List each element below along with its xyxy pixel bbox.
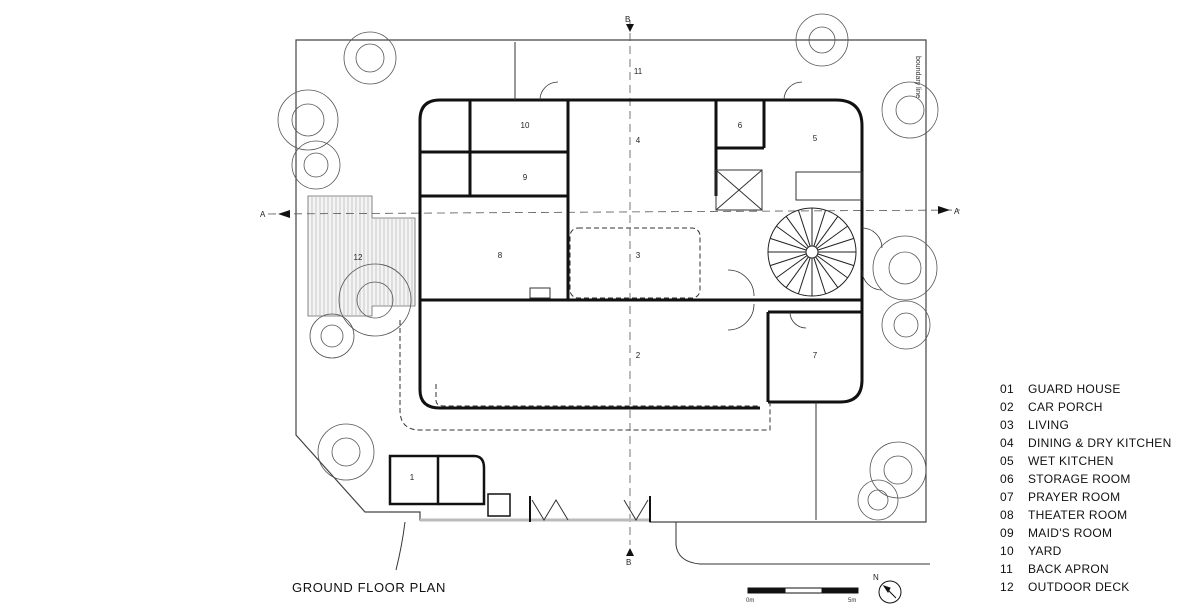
room-number-12: 12 <box>354 253 363 262</box>
legend-item: 06 STORAGE ROOM <box>1000 470 1195 488</box>
room-number-3: 3 <box>636 251 641 260</box>
legend-room-name: GUARD HOUSE <box>1028 382 1121 396</box>
legend-room-name: PRAYER ROOM <box>1028 490 1121 504</box>
room-legend: 01 GUARD HOUSE 02 CAR PORCH 03 LIVING 04 DINING… <box>1000 380 1195 596</box>
room-number-10: 10 <box>521 121 530 130</box>
room-number-11: 11 <box>634 67 643 76</box>
legend-room-name: MAID'S ROOM <box>1028 526 1113 540</box>
front-gate <box>395 496 930 571</box>
legend-room-name: OUTDOOR DECK <box>1028 580 1130 594</box>
scale-bar <box>747 587 859 594</box>
legend-room-name: BACK APRON <box>1028 562 1110 576</box>
legend-room-name: WET KITCHEN <box>1028 454 1114 468</box>
legend-number: 01 <box>1000 382 1014 396</box>
legend-item: 03 LIVING <box>1000 416 1195 434</box>
legend-number: 02 <box>1000 400 1014 414</box>
legend-room-name: THEATER ROOM <box>1028 508 1128 522</box>
room-number-9: 9 <box>523 173 528 182</box>
room-number-7: 7 <box>813 351 818 360</box>
section-lines <box>267 20 961 545</box>
legend-item: 11 BACK APRON <box>1000 560 1195 578</box>
legend-number: 08 <box>1000 508 1014 522</box>
section-mark-b-bottom: B <box>626 558 631 567</box>
legend-item: 08 THEATER ROOM <box>1000 506 1195 524</box>
room-number-6: 6 <box>738 121 743 130</box>
legend-number: 06 <box>1000 472 1014 486</box>
legend-item: 02 CAR PORCH <box>1000 398 1195 416</box>
legend-number: 05 <box>1000 454 1014 468</box>
legend-item: 04 DINING & DRY KITCHEN <box>1000 434 1195 452</box>
interior-lines <box>399 42 863 520</box>
legend-item: 07 PRAYER ROOM <box>1000 488 1195 506</box>
legend-item: 09 MAID'S ROOM <box>1000 524 1195 542</box>
room-number-5: 5 <box>813 134 818 143</box>
scale-end-label: 5m <box>848 598 857 604</box>
legend-room-name: DINING & DRY KITCHEN <box>1028 436 1172 450</box>
north-label: N <box>873 573 879 582</box>
legend-number: 07 <box>1000 490 1014 504</box>
legend-item: 10 YARD <box>1000 542 1195 560</box>
legend-number: 09 <box>1000 526 1014 540</box>
room-number-4: 4 <box>636 136 641 145</box>
guard-house <box>388 454 511 517</box>
legend-item: 12 OUTDOOR DECK <box>1000 578 1195 596</box>
scale-start-label: 0m <box>746 598 755 604</box>
legend-number: 12 <box>1000 580 1014 594</box>
legend-number: 04 <box>1000 436 1014 450</box>
trees <box>277 13 939 521</box>
section-mark-a-right: A <box>954 207 960 216</box>
legend-item: 05 WET KITCHEN <box>1000 452 1195 470</box>
legend-room-name: STORAGE ROOM <box>1028 472 1131 486</box>
room-number-8: 8 <box>498 251 503 260</box>
section-mark-a-left: A <box>260 210 266 219</box>
room-number-2: 2 <box>636 351 641 360</box>
room-number-1: 1 <box>410 473 415 482</box>
legend-number: 10 <box>1000 544 1014 558</box>
legend-number: 11 <box>1000 562 1014 576</box>
house-walls <box>418 98 864 410</box>
spiral-staircase <box>767 207 857 297</box>
doors <box>539 81 883 331</box>
legend-item: 01 GUARD HOUSE <box>1000 380 1195 398</box>
legend-room-name: YARD <box>1028 544 1062 558</box>
north-arrow-icon <box>878 580 902 604</box>
section-mark-b-top: B <box>625 15 630 24</box>
boundary-label: boundary line <box>914 56 921 99</box>
plan-title: GROUND FLOOR PLAN <box>292 580 446 595</box>
outdoor-deck <box>307 195 416 317</box>
section-mark-arrows <box>278 24 950 556</box>
legend-room-name: LIVING <box>1028 418 1070 432</box>
legend-room-name: CAR PORCH <box>1028 400 1103 414</box>
legend-number: 03 <box>1000 418 1014 432</box>
